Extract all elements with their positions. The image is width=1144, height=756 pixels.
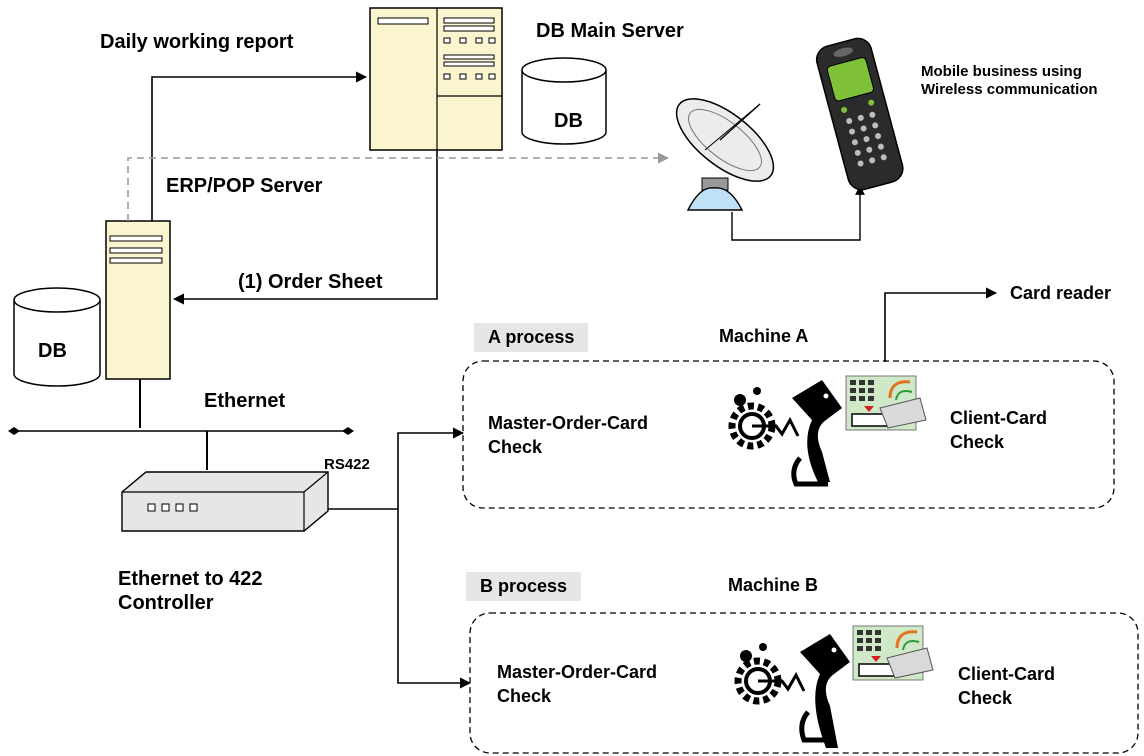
db-erp-label: DB xyxy=(38,340,67,362)
process-a-master-line2: Check xyxy=(488,437,543,457)
machine-b-gear-icon xyxy=(734,643,806,705)
process-a-client-line2: Check xyxy=(950,432,1005,452)
process-b-client-line1: Client-Card xyxy=(958,664,1056,684)
controller-label-line2: Controller xyxy=(118,592,214,614)
erp-pop-server-title: ERP/POP Server xyxy=(166,175,323,197)
process-b-master-line1: Master-Order-Card xyxy=(497,662,658,682)
card-reader-arrow xyxy=(884,287,998,362)
process-b-box xyxy=(469,612,1139,754)
mobile-label-line1: Mobile business using xyxy=(921,63,1082,80)
machine-b-card-terminal-icon xyxy=(852,625,934,681)
satellite-dish-icon xyxy=(675,98,775,211)
process-b-tag: B process xyxy=(466,572,582,601)
process-a-box xyxy=(462,360,1115,509)
rs422-label: RS422 xyxy=(324,456,370,473)
daily-report-label: Daily working report xyxy=(100,31,294,53)
process-a-master-line1: Master-Order-Card xyxy=(488,413,649,433)
order-sheet-label: (1) Order Sheet xyxy=(238,271,383,293)
db-main-server xyxy=(369,7,503,151)
satellite-to-mobile-arrow xyxy=(731,185,865,241)
controller-label-line1: Ethernet to 422 xyxy=(118,568,263,590)
process-b-client-line2: Check xyxy=(958,688,1013,708)
db-erp-cylinder xyxy=(13,287,101,387)
wireless-dashed-arrow xyxy=(127,152,670,221)
erp-pop-server xyxy=(105,220,171,380)
machine-a-gear-icon xyxy=(728,387,800,450)
daily-report-arrow xyxy=(151,71,368,221)
machine-a-card-terminal-icon xyxy=(845,375,927,431)
process-a-tag: A process xyxy=(474,323,589,352)
rs422-to-a-arrow xyxy=(397,427,465,509)
machine-a-title: Machine A xyxy=(719,326,809,346)
mobile-label-line2: Wireless communication xyxy=(921,81,1098,98)
machine-b-arm-icon xyxy=(799,634,850,748)
db-main-server-title: DB Main Server xyxy=(536,20,684,42)
machine-b-title: Machine B xyxy=(728,575,819,595)
card-reader-label: Card reader xyxy=(1010,283,1112,303)
process-b-master-line2: Check xyxy=(497,686,552,706)
ethernet-422-controller xyxy=(121,471,329,532)
ethernet-bus xyxy=(8,427,354,435)
ethernet-label: Ethernet xyxy=(204,390,286,412)
rs422-to-b-arrow xyxy=(397,509,472,689)
machine-a-arm-icon xyxy=(791,380,842,487)
db-main-label: DB xyxy=(554,110,583,132)
mobile-phone-icon xyxy=(815,37,904,191)
process-a-client-line1: Client-Card xyxy=(950,408,1048,428)
db-main-cylinder xyxy=(521,57,607,145)
order-sheet-arrow xyxy=(172,150,438,305)
